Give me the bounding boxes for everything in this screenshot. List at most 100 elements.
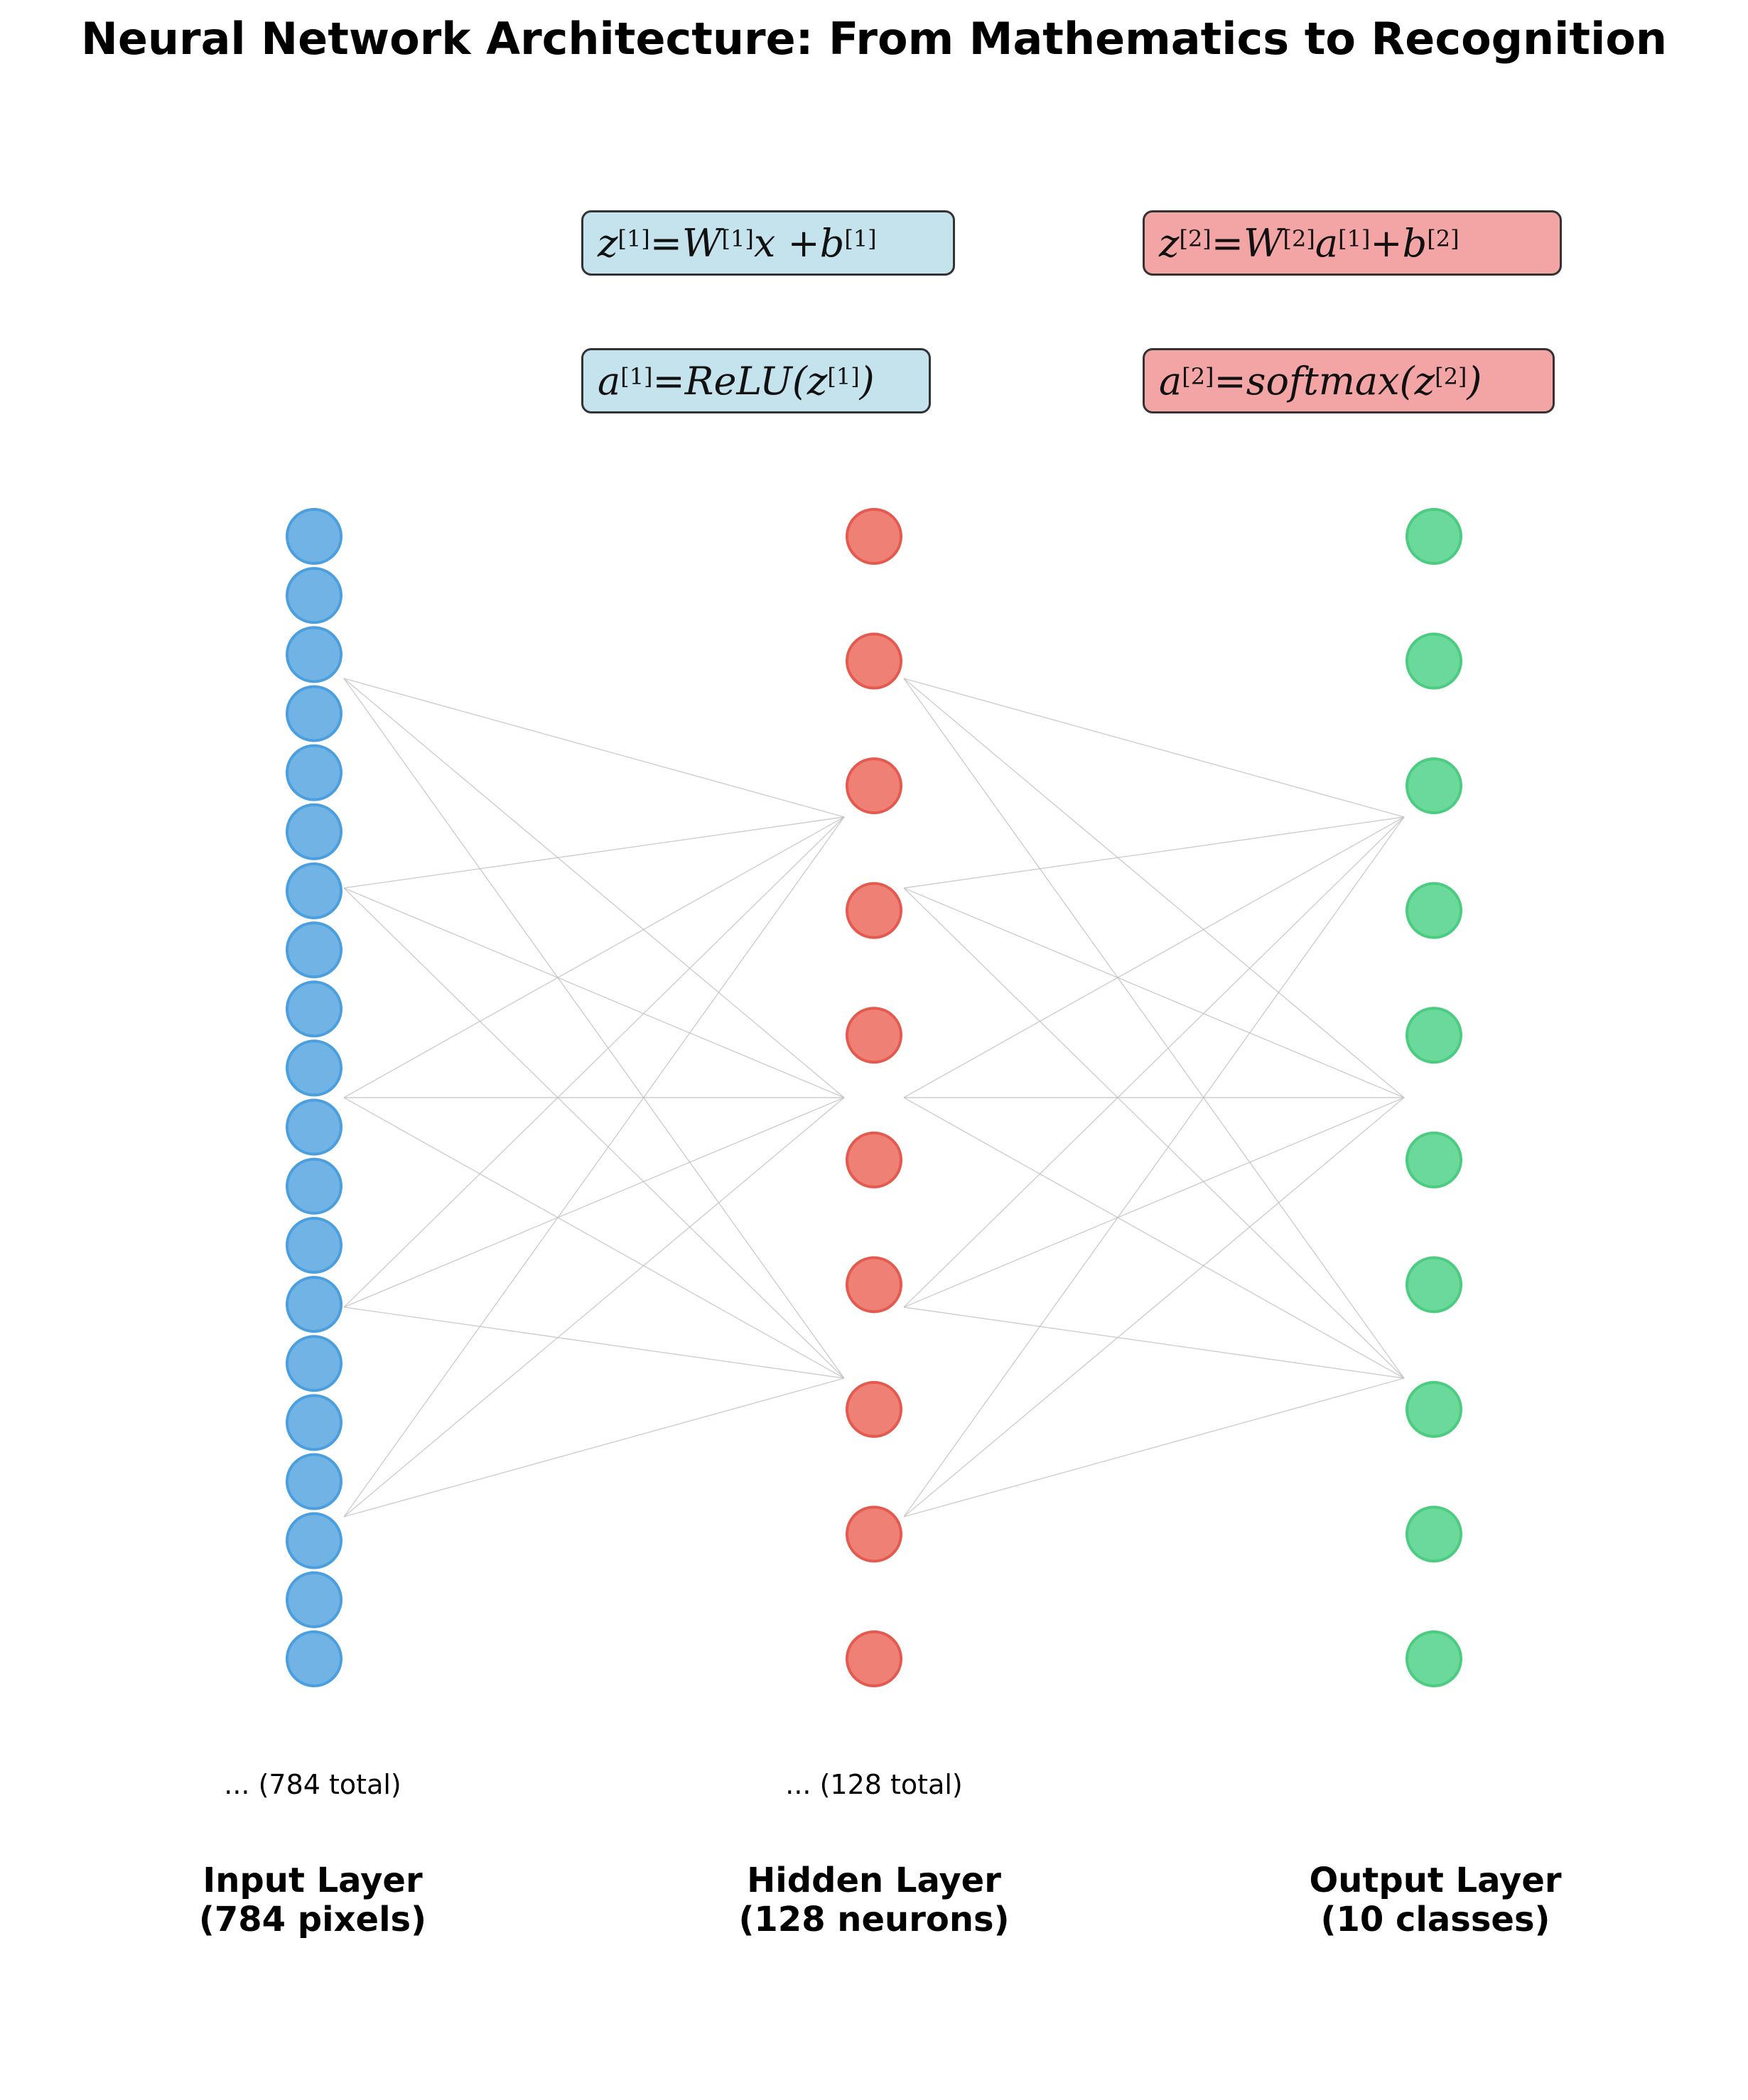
connection-line xyxy=(903,678,1405,1098)
hidden-layer-note: ... (128 total) xyxy=(785,1769,963,1800)
input-node xyxy=(286,1335,342,1392)
eq-symbol: b xyxy=(819,220,845,266)
connection-line xyxy=(343,678,845,1098)
hidden-node xyxy=(846,1131,902,1189)
eq-symbol: z xyxy=(1159,220,1180,266)
output-node xyxy=(1406,1256,1462,1314)
input-node xyxy=(286,803,342,860)
connection-line xyxy=(903,678,1405,1379)
eq-operator: = xyxy=(649,220,683,266)
input-node xyxy=(286,626,342,683)
input-node xyxy=(286,1157,342,1215)
input-node xyxy=(286,1512,342,1569)
connection-line xyxy=(903,1378,1405,1517)
equation-a2: a[2] = softmax(z[2]) xyxy=(1143,348,1555,413)
hidden-node xyxy=(846,882,902,939)
input-node xyxy=(286,685,342,742)
output-node xyxy=(1406,1131,1462,1189)
hidden-layer-label: Hidden Layer (128 neurons) xyxy=(738,1861,1010,1940)
eq-paren: ) xyxy=(1467,358,1482,404)
equation-z2: z[2] = W[2]a[1] + b[2] xyxy=(1143,210,1562,276)
input-node xyxy=(286,921,342,979)
eq-symbol: W xyxy=(1243,220,1283,266)
input-node xyxy=(286,744,342,801)
eq-superscript: [2] xyxy=(1283,225,1315,252)
connection-line xyxy=(903,887,1405,1379)
eq-symbol: z xyxy=(1414,358,1435,404)
hidden-node xyxy=(846,1505,902,1563)
eq-operator: + xyxy=(1370,220,1403,266)
connection-line xyxy=(343,887,845,1098)
eq-operator: = xyxy=(1211,220,1244,266)
output-node xyxy=(1406,508,1462,565)
connection-line xyxy=(343,1378,845,1517)
eq-operator: = xyxy=(652,358,685,404)
equation-z1: z[1] = W[1]x + b[1] xyxy=(581,210,955,276)
output-node xyxy=(1406,632,1462,690)
input-node xyxy=(286,1276,342,1333)
output-node xyxy=(1406,1505,1462,1563)
input-node xyxy=(286,1098,342,1156)
eq-superscript: [1] xyxy=(1338,225,1371,252)
connection-line xyxy=(343,1097,845,1517)
eq-function: ReLU( xyxy=(684,358,807,404)
eq-symbol: z xyxy=(806,358,828,404)
connection-line xyxy=(903,1097,1405,1308)
connection-line xyxy=(343,678,845,818)
eq-superscript: [2] xyxy=(1427,225,1460,252)
input-node xyxy=(286,1571,342,1628)
eq-symbol: b xyxy=(1402,220,1428,266)
hidden-node xyxy=(846,757,902,815)
eq-superscript: [2] xyxy=(1182,363,1214,390)
nodes xyxy=(286,508,1462,1687)
connection-line xyxy=(903,1097,1405,1517)
input-node xyxy=(286,508,342,565)
input-node xyxy=(286,1216,342,1274)
input-layer-label: Input Layer (784 pixels) xyxy=(198,1861,427,1940)
connection-line xyxy=(343,678,845,1379)
hidden-node xyxy=(846,1256,902,1314)
eq-term: x + xyxy=(753,220,820,266)
output-node xyxy=(1406,1007,1462,1064)
input-node xyxy=(286,980,342,1038)
connections xyxy=(343,678,1405,1517)
connection-line xyxy=(343,816,845,1098)
connection-line xyxy=(903,816,1405,1517)
connection-line xyxy=(343,816,845,1517)
connection-line xyxy=(903,1097,1405,1379)
input-node xyxy=(286,1039,342,1097)
eq-superscript: [2] xyxy=(1179,225,1212,252)
connection-line xyxy=(903,816,1405,889)
eq-function: softmax( xyxy=(1246,358,1415,404)
diagram-title: Neural Network Architecture: From Mathem… xyxy=(80,13,1668,65)
hidden-node xyxy=(846,508,902,565)
eq-superscript: [1] xyxy=(827,363,860,390)
eq-symbol: z xyxy=(598,220,618,266)
connection-line xyxy=(903,678,1405,818)
eq-symbol: a xyxy=(1315,220,1339,266)
hidden-node xyxy=(846,1630,902,1687)
output-node xyxy=(1406,1630,1462,1687)
eq-superscript: [1] xyxy=(844,225,877,252)
input-node xyxy=(286,1453,342,1510)
hidden-node xyxy=(846,1380,902,1438)
connection-line xyxy=(343,1306,845,1379)
eq-superscript: [1] xyxy=(721,225,754,252)
connection-line xyxy=(343,887,845,1379)
input-node xyxy=(286,862,342,919)
connection-line xyxy=(343,816,845,889)
eq-superscript: [2] xyxy=(1435,363,1467,390)
eq-symbol: a xyxy=(598,358,621,404)
connection-line xyxy=(903,1306,1405,1379)
hidden-node xyxy=(846,632,902,690)
eq-operator: = xyxy=(1214,358,1246,404)
eq-symbol: a xyxy=(1159,358,1182,404)
eq-superscript: [1] xyxy=(617,225,650,252)
input-layer-note: ... (784 total) xyxy=(224,1769,401,1800)
output-layer-label: Output Layer (10 classes) xyxy=(1309,1861,1562,1940)
output-node xyxy=(1406,882,1462,939)
connection-line xyxy=(903,816,1405,1098)
eq-symbol: W xyxy=(682,220,722,266)
connection-line xyxy=(343,1097,845,1308)
